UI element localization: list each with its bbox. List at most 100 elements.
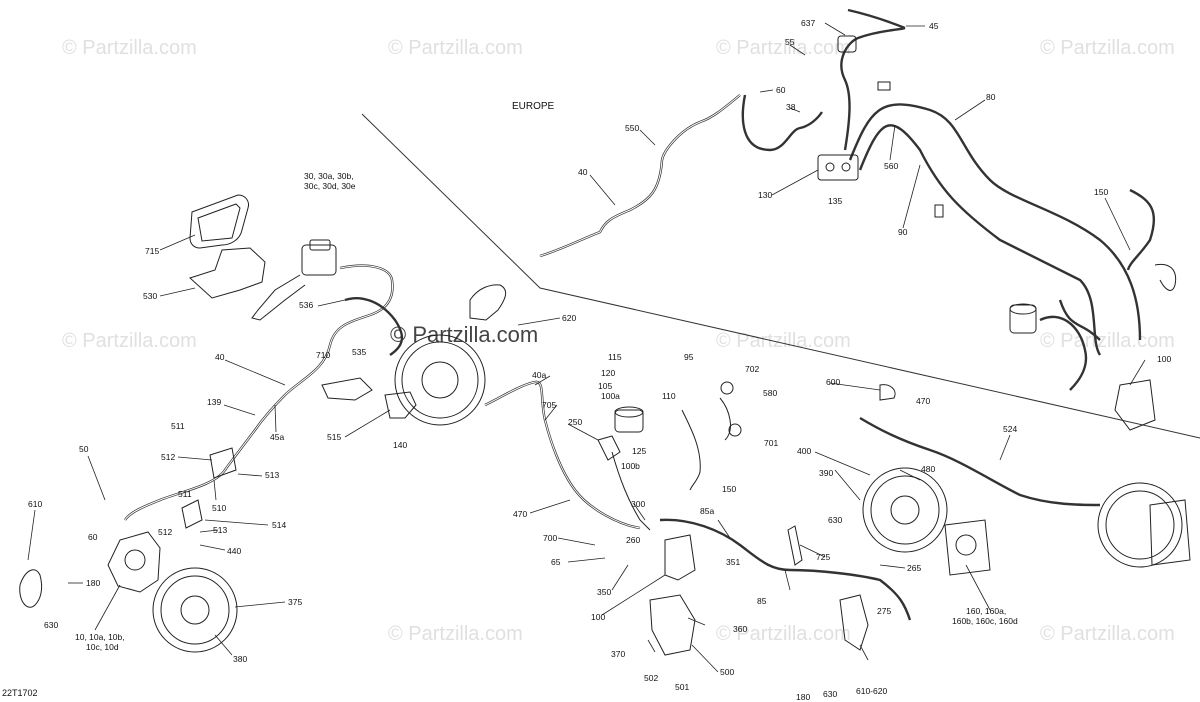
callout-label: 90	[898, 227, 908, 237]
callout-label: 351	[726, 557, 740, 567]
watermark: © Partzilla.com	[62, 330, 197, 352]
callout-label: 511	[178, 489, 192, 499]
rear-reservoir-icon	[1009, 304, 1037, 334]
callout-label: 530	[143, 291, 157, 301]
watermark: © Partzilla.com	[388, 37, 523, 59]
callout-label: 40	[578, 167, 588, 177]
callout-label: 630	[828, 515, 842, 525]
europe-brake-lines	[539, 8, 1177, 431]
callout-label: 725	[816, 552, 830, 562]
callout-label: 95	[684, 352, 694, 362]
bracket-icon	[1114, 379, 1156, 431]
callout-label: 610	[28, 499, 42, 509]
front-brake-disc-icon	[394, 334, 486, 426]
callout-label: 100	[1157, 354, 1171, 364]
callout-label: 360	[733, 624, 747, 634]
callout-label: 160b, 160c, 160d	[952, 616, 1018, 626]
callout-label: 115	[608, 352, 622, 362]
callout-label: 80	[986, 92, 996, 102]
callout-label: 300	[631, 499, 645, 509]
callout-label: 701	[764, 438, 778, 448]
callout-label: 85a	[700, 506, 714, 516]
front-caliper-icon	[107, 531, 161, 593]
abs-sensor-icon	[384, 391, 417, 419]
callout-label: 85	[757, 596, 767, 606]
callout-label: 30c, 30d, 30e	[304, 181, 356, 191]
callout-label: 610-620	[856, 686, 887, 696]
callout-label: 440	[227, 546, 241, 556]
europe-region-divider	[361, 113, 1200, 439]
callout-label: 524	[1003, 424, 1017, 434]
callout-label: 180	[796, 692, 810, 702]
diagram-code: 22T1702	[2, 688, 38, 698]
callout-label: 350	[597, 587, 611, 597]
callout-label: 700	[543, 533, 557, 543]
callout-label: 150	[722, 484, 736, 494]
callout-label: 110	[662, 391, 676, 401]
callout-label: 55	[785, 37, 795, 47]
callout-label: 150	[1094, 187, 1108, 197]
callout-label: 45	[929, 21, 939, 31]
callout-label: 380	[233, 654, 247, 664]
watermark: © Partzilla.com	[1040, 330, 1175, 352]
reservoir-cap-icon	[469, 284, 507, 321]
callout-label: 536	[299, 300, 313, 310]
callout-label: 40	[215, 352, 225, 362]
callout-label: 100	[591, 612, 605, 622]
callout-label: 512	[158, 527, 172, 537]
callout-label: 265	[907, 563, 921, 573]
watermark: © Partzilla.com	[1040, 37, 1175, 59]
callout-label: 715	[145, 246, 159, 256]
callout-label: 125	[632, 446, 646, 456]
abs-valve-block-icon	[817, 154, 859, 181]
callout-label: 515	[327, 432, 341, 442]
rear-brake-disc-icon	[862, 467, 948, 553]
callout-label: 480	[921, 464, 935, 474]
callout-label: 637	[801, 18, 815, 28]
region-label: EUROPE	[512, 101, 555, 112]
callout-label: 100a	[601, 391, 620, 401]
callout-label: 40a	[532, 370, 546, 380]
callout-label: 511	[171, 421, 185, 431]
callout-label: 10, 10a, 10b,	[75, 632, 125, 642]
callout-label: 130	[758, 190, 772, 200]
callout-label: 60	[88, 532, 98, 542]
bracket-icon	[839, 594, 869, 651]
callout-label: 620	[562, 313, 576, 323]
callout-label: 400	[797, 446, 811, 456]
callout-label: 50	[79, 444, 89, 454]
rear-caliper-icon	[944, 519, 991, 576]
callout-label: 105	[598, 381, 612, 391]
callout-label: 550	[625, 123, 639, 133]
bracket-icon	[189, 247, 266, 299]
callout-label: 135	[828, 196, 842, 206]
callout-label: 139	[207, 397, 221, 407]
callout-label: 275	[877, 606, 891, 616]
callout-label: 470	[513, 509, 527, 519]
callout-label: 180	[86, 578, 100, 588]
watermark: © Partzilla.com	[62, 37, 197, 59]
callout-label: 535	[352, 347, 366, 357]
left-front-brake-assembly	[19, 194, 507, 653]
callout-label: 65	[551, 557, 561, 567]
callout-label: 120	[601, 368, 615, 378]
callout-label: 45a	[270, 432, 284, 442]
callout-label: 470	[916, 396, 930, 406]
callout-label: 375	[288, 597, 302, 607]
rear-brake-disc-icon	[1097, 482, 1183, 568]
watermark: © Partzilla.com	[716, 37, 851, 59]
callout-label: 702	[745, 364, 759, 374]
callout-label: 710	[316, 350, 330, 360]
callout-label: 560	[884, 161, 898, 171]
callout-label: 513	[213, 525, 227, 535]
bracket-icon	[19, 569, 43, 608]
pedal-icon	[597, 435, 621, 461]
callout-label: 502	[644, 673, 658, 683]
callout-label: 630	[823, 689, 837, 699]
callout-label: 260	[626, 535, 640, 545]
watermark-main: © Partzilla.com	[390, 322, 538, 347]
watermark: © Partzilla.com	[716, 330, 851, 352]
callout-label: 30, 30a, 30b,	[304, 171, 354, 181]
pedal-bracket-icon	[664, 534, 696, 581]
